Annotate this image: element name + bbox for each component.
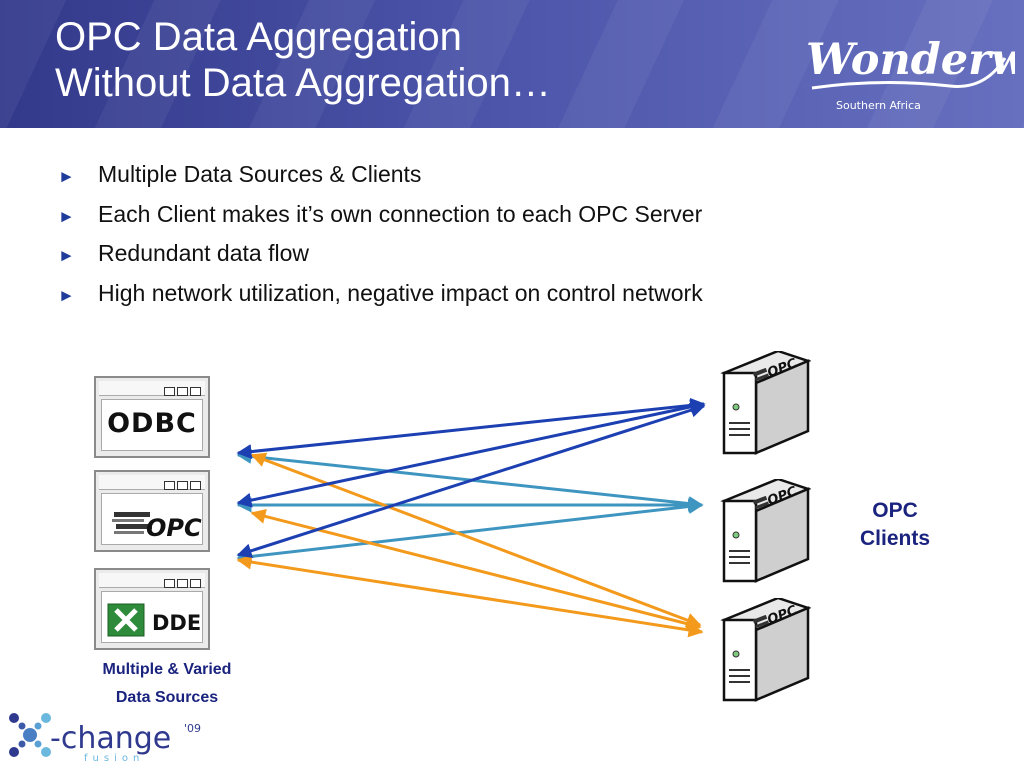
odbc-source-window: ODBC xyxy=(94,376,210,458)
excel-icon: DDE xyxy=(107,603,201,637)
xchange-year: '09 xyxy=(184,722,201,735)
window-buttons-icon xyxy=(162,383,201,401)
dde-label: DDE xyxy=(152,611,201,635)
connection-opc-client1 xyxy=(236,399,706,508)
wonderware-logo: Wonderware Southern Africa xyxy=(806,35,1015,112)
bullet-item: ► Multiple Data Sources & Clients xyxy=(58,156,703,196)
opc-client-server-icon: OPC xyxy=(720,351,811,455)
xchange-subtext: fusion xyxy=(84,753,144,764)
window-titlebar xyxy=(99,573,205,588)
xchange-text: -change xyxy=(50,721,171,756)
connection-dde-client1 xyxy=(236,402,706,559)
banner-texture xyxy=(0,0,1024,128)
brand-name: Wonderware xyxy=(806,35,1015,85)
window-content: DDE xyxy=(101,591,203,643)
bullet-item: ► Each Client makes it’s own connection t… xyxy=(58,196,703,236)
title-line-1: OPC Data Aggregation xyxy=(55,15,462,59)
opc-clients-caption: OPC Clients xyxy=(840,497,950,553)
opc-label: OPC xyxy=(146,514,202,542)
brand-swoosh xyxy=(811,57,1007,90)
bullet-arrow-icon: ► xyxy=(58,285,75,305)
opc-source-window: OPC xyxy=(94,470,210,552)
bullet-item: ► High network utilization, negative impa… xyxy=(58,275,703,315)
window-content: OPC xyxy=(101,493,203,545)
bullet-arrow-icon: ► xyxy=(58,167,75,186)
bullet-text: Multiple Data Sources & Clients xyxy=(98,161,422,187)
bullet-text: High network utilization, negative impac… xyxy=(98,279,703,306)
caption-line-2: Clients xyxy=(859,527,930,550)
slide-title: OPC Data Aggregation Without Data Aggreg… xyxy=(55,14,551,106)
bullet-text: Each Client makes it’s own connection to… xyxy=(98,200,703,227)
caption-line-2: Data Sources xyxy=(115,689,219,706)
window-buttons-icon xyxy=(162,477,201,495)
odbc-label: ODBC xyxy=(107,408,197,439)
data-sources-caption: Multiple & Varied Data Sources xyxy=(72,656,262,712)
window-titlebar xyxy=(99,475,205,490)
window-content: ODBC xyxy=(101,399,203,451)
title-line-2: Without Data Aggregation… xyxy=(55,61,551,105)
bullet-arrow-icon: ► xyxy=(58,206,75,226)
window-buttons-icon xyxy=(162,575,201,593)
xchange-logo: -change '09 fusion xyxy=(9,713,201,764)
window-titlebar xyxy=(99,381,205,396)
caption-line-1: OPC xyxy=(872,499,918,522)
opc-client-server-icon: OPC xyxy=(720,479,811,583)
title-banner: OPC Data Aggregation Without Data Aggreg… xyxy=(0,0,1024,128)
connection-dde-client3 xyxy=(236,554,704,638)
caption-line-1: Multiple & Varied xyxy=(102,661,232,678)
bullet-list: ► Multiple Data Sources & Clients ► Each C… xyxy=(58,156,703,314)
opc-icon: OPC xyxy=(112,512,202,542)
bullet-arrow-icon: ► xyxy=(58,246,75,265)
bullet-text: Redundant data flow xyxy=(98,240,309,266)
dde-source-window: DDE xyxy=(94,568,210,650)
brand-subtitle: Southern Africa xyxy=(836,99,921,112)
opc-client-server-icon: OPC xyxy=(720,598,811,702)
bullet-item: ► Redundant data flow xyxy=(58,235,703,275)
